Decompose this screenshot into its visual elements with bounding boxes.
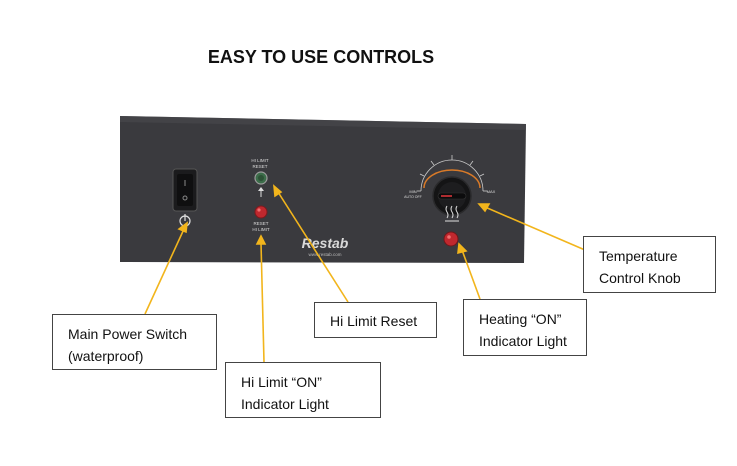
dial-auto-off-label: AUTO OFF (404, 195, 422, 199)
callout-temp-knob-line1: Temperature (599, 248, 678, 264)
hi-limit-on-indicator (254, 205, 268, 219)
temperature-dial-scale (417, 155, 487, 192)
brand-url: www.restab.com (308, 252, 341, 257)
reset-hi-limit-label-1: RESET (253, 221, 268, 226)
hi-limit-reset-label-2: RESET (252, 164, 267, 169)
main-power-switch[interactable] (172, 168, 198, 212)
callout-heating-on-line2: Indicator Light (479, 333, 567, 349)
hi-limit-reset-button[interactable] (254, 171, 268, 185)
callout-lines (144, 184, 586, 363)
callout-main-power-line2: (waterproof) (68, 348, 144, 364)
callout-temperature-knob: Temperature Control Knob (583, 236, 716, 293)
hi-limit-reset-label-1: HI LIMIT (251, 158, 269, 163)
callout-main-power-switch: Main Power Switch (waterproof) (52, 314, 217, 370)
dial-min-label: MIN (409, 189, 416, 194)
page-title: EASY TO USE CONTROLS (207, 47, 435, 67)
heat-icon (445, 205, 459, 222)
callout-hi-limit-on-line1: Hi Limit “ON” (241, 374, 322, 390)
reset-hi-limit-label-2: HI LIMIT (252, 227, 270, 232)
callout-hi-limit-reset-text: Hi Limit Reset (330, 313, 418, 329)
callout-hi-limit-on-line2: Indicator Light (241, 396, 329, 412)
callout-hi-limit-reset: Hi Limit Reset (314, 302, 437, 338)
callout-temp-knob-line2: Control Knob (599, 270, 681, 286)
control-panel (120, 116, 526, 263)
callout-heating-on-line1: Heating “ON” (479, 311, 562, 327)
callout-main-power-line1: Main Power Switch (68, 326, 188, 342)
callout-heating-on: Heating “ON” Indicator Light (463, 299, 587, 356)
up-arrow-icon (258, 187, 264, 197)
dial-max-label: MAX (487, 189, 496, 194)
brand-logo: Restab (302, 235, 349, 251)
callout-hi-limit-on: Hi Limit “ON” Indicator Light (225, 362, 381, 418)
temperature-control-knob[interactable] (432, 176, 472, 216)
heating-on-indicator (443, 231, 459, 247)
